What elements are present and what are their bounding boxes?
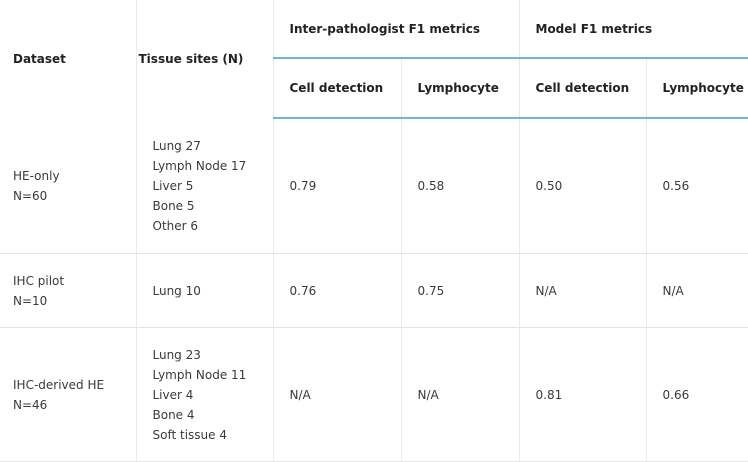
- tissue-site: Soft tissue 4: [152, 427, 227, 442]
- inter-cell-detection-value: 0.76: [273, 253, 402, 328]
- model-lymphocyte-value: N/A: [646, 253, 748, 328]
- dataset-cell: IHC pilot N=10: [0, 253, 137, 328]
- inter-lymphocyte-value: 0.58: [401, 118, 520, 254]
- header-tissue-sites: Tissue sites (N): [136, 0, 274, 118]
- model-cell-detection-value: 0.81: [519, 327, 647, 462]
- header-inter-pathologist-group: Inter-pathologist F1 metrics: [273, 0, 520, 59]
- tissue-sites-cell: Lung 10: [136, 253, 274, 328]
- header-dataset: Dataset: [0, 0, 137, 118]
- inter-lymphocyte-value: 0.75: [401, 253, 520, 328]
- model-lymphocyte-value: 0.56: [646, 118, 748, 254]
- header-model-cell-detection: Cell detection: [519, 58, 647, 119]
- dataset-name: IHC pilot: [13, 273, 65, 288]
- tissue-site: Liver 5: [152, 178, 194, 193]
- tissue-site: Lung 23: [152, 347, 201, 362]
- dataset-count: N=60: [13, 188, 48, 203]
- header-model-lymphocyte: Lymphocyte: [646, 58, 748, 119]
- tissue-site: Other 6: [152, 218, 199, 233]
- table-row: IHC pilot N=10 Lung 10 0.76 0.75 N/A N/A: [0, 253, 748, 328]
- dataset-count: N=46: [13, 397, 48, 412]
- tissue-site: Bone 4: [152, 407, 195, 422]
- dataset-name: HE-only: [13, 168, 60, 183]
- inter-cell-detection-value: 0.79: [273, 118, 402, 254]
- tissue-sites-cell: Lung 27 Lymph Node 17 Liver 5 Bone 5 Oth…: [136, 118, 274, 254]
- table-row: HE-only N=60 Lung 27 Lymph Node 17 Liver…: [0, 118, 748, 254]
- inter-lymphocyte-value: N/A: [401, 327, 520, 462]
- table-row: IHC-derived HE N=46 Lung 23 Lymph Node 1…: [0, 327, 748, 462]
- tissue-site: Liver 4: [152, 387, 194, 402]
- dataset-cell: IHC-derived HE N=46: [0, 327, 137, 462]
- tissue-site: Lymph Node 17: [152, 158, 247, 173]
- header-inter-lymphocyte: Lymphocyte: [401, 58, 520, 119]
- tissue-site: Bone 5: [152, 198, 195, 213]
- tissue-site: Lung 10: [152, 283, 201, 298]
- tissue-sites-cell: Lung 23 Lymph Node 11 Liver 4 Bone 4 Sof…: [136, 327, 274, 462]
- dataset-cell: HE-only N=60: [0, 118, 137, 254]
- dataset-count: N=10: [13, 293, 48, 308]
- header-model-group: Model F1 metrics: [519, 0, 748, 59]
- dataset-name: IHC-derived HE: [13, 377, 105, 392]
- inter-cell-detection-value: N/A: [273, 327, 402, 462]
- model-lymphocyte-value: 0.66: [646, 327, 748, 462]
- header-inter-cell-detection: Cell detection: [273, 58, 402, 119]
- tissue-site: Lung 27: [152, 138, 201, 153]
- tissue-site: Lymph Node 11: [152, 367, 247, 382]
- model-cell-detection-value: 0.50: [519, 118, 647, 254]
- model-cell-detection-value: N/A: [519, 253, 647, 328]
